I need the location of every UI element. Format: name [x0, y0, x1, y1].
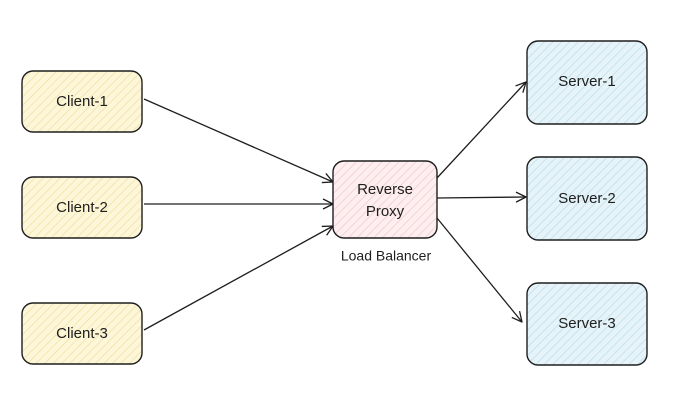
server-node-1[interactable]: Server-1	[526, 40, 648, 125]
server-label: Server-2	[558, 190, 616, 207]
client-node-2[interactable]: Client-2	[21, 176, 143, 239]
client-label: Client-2	[56, 199, 108, 216]
edges	[143, 81, 527, 331]
edge-proxy-to-server-1	[436, 81, 527, 179]
edge-client-3-to-proxy	[143, 225, 334, 331]
edge-proxy-to-server-2	[436, 191, 527, 203]
server-node-3[interactable]: Server-3	[526, 282, 648, 366]
server-node-2[interactable]: Server-2	[526, 156, 648, 241]
client-label: Client-1	[56, 93, 108, 110]
client-node-1[interactable]: Client-1	[21, 70, 143, 133]
reverse-proxy-node[interactable]: Reverse Proxy	[332, 160, 438, 239]
proxy-label-line-2: Proxy	[366, 203, 405, 220]
proxy-label-line-1: Reverse	[357, 181, 413, 198]
server-label: Server-1	[558, 73, 616, 90]
client-label: Client-3	[56, 325, 108, 342]
load-balancer-caption: Load Balancer	[341, 248, 432, 264]
edge-client-1-to-proxy	[143, 98, 334, 184]
client-node-3[interactable]: Client-3	[21, 302, 143, 365]
edge-proxy-to-server-3	[436, 217, 523, 323]
server-label: Server-3	[558, 315, 616, 332]
